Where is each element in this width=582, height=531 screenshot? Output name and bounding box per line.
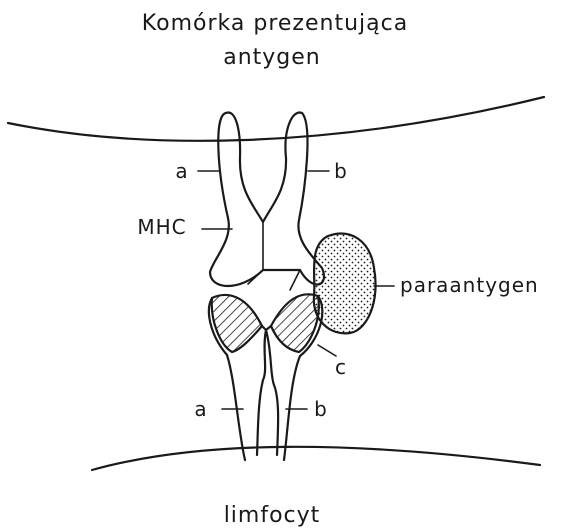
mhc-base-divider-right <box>290 270 300 290</box>
lymphocyte-membrane <box>92 447 540 470</box>
title-line-2: antygen <box>223 45 321 70</box>
title-line-1: Komórka prezentująca <box>142 11 408 36</box>
upper-chain-a-label: a <box>175 159 188 183</box>
mhc-label: MHC <box>137 215 186 239</box>
paraantigen-label: paraantygen <box>400 273 539 297</box>
lymphocyte-label: limfocyt <box>224 503 321 528</box>
c-label: c <box>335 355 347 379</box>
paraantigen-blob <box>314 234 376 334</box>
apc-membrane <box>8 97 544 141</box>
upper-chain-b-label: b <box>334 159 348 183</box>
tcr-chain-stems <box>257 326 278 455</box>
lower-chain-b-label: b <box>314 397 328 421</box>
mhc-base-divider-left <box>248 270 263 284</box>
c-leader <box>318 345 336 356</box>
lower-chain-a-label: a <box>194 397 207 421</box>
